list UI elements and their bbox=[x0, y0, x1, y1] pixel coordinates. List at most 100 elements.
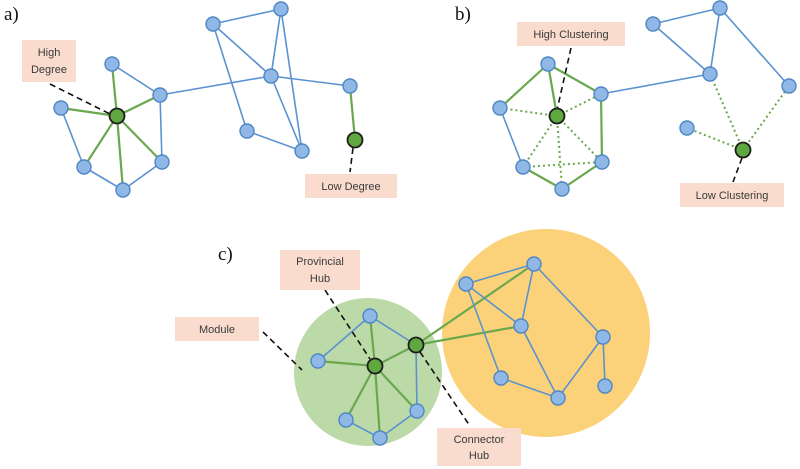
callout-provincial-hub: Provincial Hub bbox=[280, 250, 360, 290]
panel-c-edge bbox=[415, 263, 535, 346]
panel-c-node bbox=[526, 256, 542, 272]
panel-b-edge bbox=[522, 115, 558, 168]
panel-c-edge bbox=[369, 315, 417, 346]
panel-b-node bbox=[594, 154, 610, 170]
pointer-connector-hub bbox=[419, 351, 471, 427]
panel-b-edge bbox=[686, 127, 744, 151]
panel-c-node bbox=[338, 412, 354, 428]
panel-a-node bbox=[205, 16, 221, 32]
callout-high-degree-line2: Degree bbox=[31, 64, 67, 76]
panel-a-edge bbox=[270, 8, 282, 77]
panel-c-edge bbox=[465, 283, 522, 327]
panel-c-node bbox=[493, 370, 509, 386]
panel-b-node bbox=[492, 100, 508, 116]
panel-b-node bbox=[515, 159, 531, 175]
panel-b-node bbox=[712, 0, 728, 16]
panel-c-node bbox=[458, 276, 474, 292]
panel-c-node bbox=[513, 318, 529, 334]
pointer-layer bbox=[49, 47, 743, 427]
callout-low-degree: Low Degree bbox=[305, 174, 397, 198]
panel-b-edge bbox=[742, 85, 790, 151]
panel-b-highlighted-node bbox=[734, 141, 752, 159]
panel-a-node bbox=[273, 1, 289, 17]
panel-b-edge bbox=[600, 73, 711, 95]
panel-b-edge bbox=[522, 161, 603, 168]
panel-b-node bbox=[645, 16, 661, 32]
panel-c-highlighted-node bbox=[366, 357, 384, 375]
panel-b-edge bbox=[599, 93, 604, 163]
panel-c-edge bbox=[465, 263, 535, 285]
callout-provincial-hub-line2: Hub bbox=[310, 273, 330, 285]
panel-a-node bbox=[342, 78, 358, 94]
panel-b-edge bbox=[546, 63, 559, 117]
panel-b-highlighted-node bbox=[548, 107, 566, 125]
panel-c-node bbox=[550, 390, 566, 406]
callout-high-degree-line1: High bbox=[38, 47, 61, 59]
panel-b-edge bbox=[499, 63, 549, 109]
panel-b-node bbox=[781, 78, 797, 94]
panel-c-edge bbox=[317, 359, 376, 368]
panel-a-node bbox=[76, 159, 92, 175]
panel-c-edge bbox=[557, 336, 604, 399]
panel-a-node bbox=[263, 68, 279, 84]
panel-b-edge bbox=[561, 161, 603, 190]
panel-a-edge bbox=[159, 94, 163, 163]
panel-c-node bbox=[597, 378, 613, 394]
panel-b-edge bbox=[719, 7, 790, 87]
panel-b-node bbox=[702, 66, 718, 82]
panel-a-node bbox=[152, 87, 168, 103]
panel-c-edge bbox=[317, 315, 371, 362]
panel-a-edge bbox=[280, 8, 303, 152]
callout-connector-hub-line1: Connector bbox=[454, 434, 505, 446]
callout-provincial-hub-line1: Provincial bbox=[296, 256, 344, 268]
panel-c-edge bbox=[374, 365, 418, 412]
panel-c-edge bbox=[520, 325, 559, 399]
panel-c-edge bbox=[465, 283, 502, 379]
panel-a-node bbox=[294, 143, 310, 159]
panel-a-edge bbox=[60, 106, 118, 118]
pointer-low-clustering bbox=[732, 157, 743, 183]
panel-a-node bbox=[53, 100, 69, 116]
callout-high-clustering-text: High Clustering bbox=[533, 29, 608, 41]
panel-c-node bbox=[409, 403, 425, 419]
panel-a-highlighted-node bbox=[108, 107, 126, 125]
panel-a-edge bbox=[270, 75, 351, 87]
panel-c-edge bbox=[533, 263, 604, 338]
panel-b-edge bbox=[709, 7, 721, 75]
panel-c-node bbox=[372, 430, 388, 446]
panel-c-node bbox=[310, 353, 326, 369]
panel-a-edge bbox=[159, 75, 272, 96]
panel-a-edge bbox=[348, 85, 357, 141]
panel-c-edge bbox=[500, 377, 559, 399]
callout-low-clustering: Low Clustering bbox=[680, 183, 784, 207]
module-circle-yellow bbox=[442, 229, 650, 437]
panel-b-node bbox=[679, 120, 695, 136]
module-circle-green bbox=[294, 298, 442, 446]
pointer-high-degree bbox=[49, 83, 111, 115]
panel-c-edge bbox=[415, 324, 522, 347]
callout-connector-hub-line2: Hub bbox=[469, 450, 489, 462]
panel-a-edge bbox=[116, 115, 163, 163]
panel-b-edge bbox=[499, 107, 558, 117]
panel-c-edge bbox=[345, 365, 376, 421]
edge-layer bbox=[60, 7, 790, 439]
panel-c-label: c) bbox=[218, 244, 233, 265]
panel-a-edge bbox=[212, 23, 272, 77]
panel-b-label: b) bbox=[455, 4, 471, 25]
callout-low-degree-text: Low Degree bbox=[321, 181, 380, 193]
panel-c-edge bbox=[602, 336, 606, 387]
panel-b-edge bbox=[709, 73, 744, 151]
panel-c-node bbox=[362, 308, 378, 324]
node-layer bbox=[53, 0, 797, 446]
callout-high-degree: High Degree bbox=[22, 40, 76, 82]
panel-a-highlighted-node bbox=[346, 131, 364, 149]
panel-a-edge bbox=[83, 115, 118, 168]
panel-a-edge bbox=[111, 63, 161, 96]
panel-a-edge bbox=[122, 161, 163, 191]
panel-b-edge bbox=[547, 63, 602, 95]
callout-low-clustering-text: Low Clustering bbox=[696, 190, 769, 202]
panel-c-highlighted-node bbox=[407, 336, 425, 354]
pointer-low-degree bbox=[349, 147, 354, 173]
panel-b-edge bbox=[652, 7, 721, 25]
panel-b-edge bbox=[556, 93, 602, 117]
